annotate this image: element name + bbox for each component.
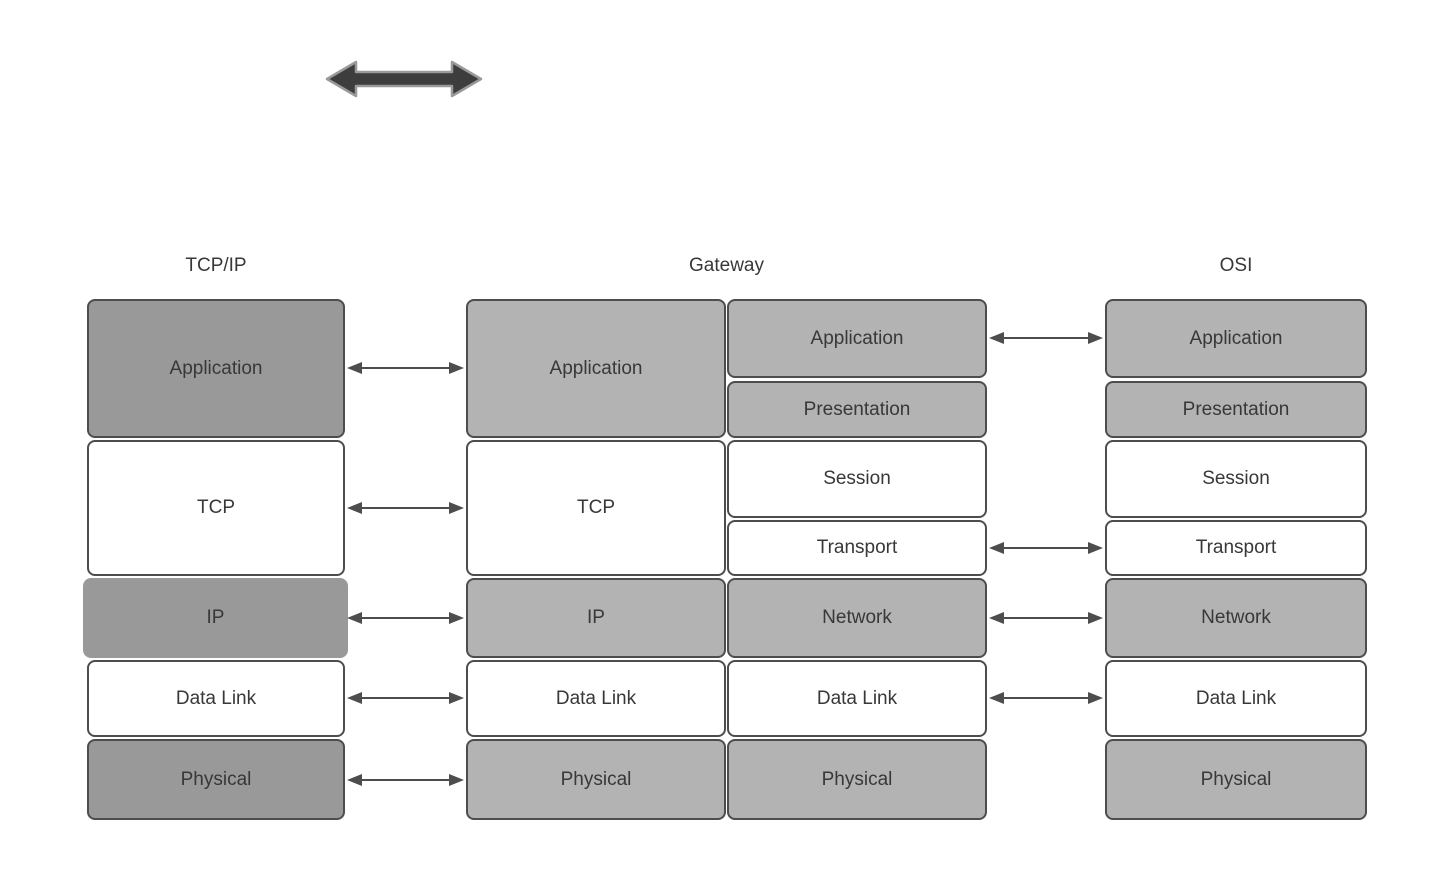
tcpip-layer-tcp: TCP (87, 440, 345, 576)
tcpip-layer-application: Application (87, 299, 345, 438)
gateway-left-layer-physical: Physical (466, 739, 726, 820)
bidirectional-arrow-tcpip-gateway-physical (347, 774, 464, 786)
bidirectional-arrow-gateway-osi-transport (989, 542, 1103, 554)
osi-layer-presentation: Presentation (1105, 381, 1367, 438)
osi-column-title: OSI (1219, 255, 1253, 276)
bidirectional-arrow-tcpip-gateway-ip (347, 612, 464, 624)
bidirectional-arrow-tcpip-gateway-data-link (347, 692, 464, 704)
gateway-right-layer-network: Network (727, 578, 987, 658)
bidirectional-arrow-tcpip-gateway-tcp (347, 502, 464, 514)
gateway-left-layer-application: Application (466, 299, 726, 438)
osi-layer-transport: Transport (1105, 520, 1367, 576)
gateway-left-layer-data-link: Data Link (466, 660, 726, 737)
tcpip-layer-physical: Physical (87, 739, 345, 820)
tcpip-layer-ip: IP (83, 578, 348, 658)
bidirectional-arrow-gateway-osi-data-link (989, 692, 1103, 704)
osi-layer-application: Application (1105, 299, 1367, 378)
tcpip-layer-data-link: Data Link (87, 660, 345, 737)
osi-layer-network: Network (1105, 578, 1367, 658)
bidirectional-arrow-tcpip-gateway-application (347, 362, 464, 374)
gateway-right-layer-physical: Physical (727, 739, 987, 820)
gateway-right-layer-data-link: Data Link (727, 660, 987, 737)
gateway-right-layer-session: Session (727, 440, 987, 518)
gateway-column-title: Gateway (689, 255, 764, 276)
bidirectional-arrow-gateway-osi-application (989, 332, 1103, 344)
gateway-right-layer-transport: Transport (727, 520, 987, 576)
osi-layer-data-link: Data Link (1105, 660, 1367, 737)
thick-double-arrow-icon (325, 60, 483, 98)
gateway-right-layer-application: Application (727, 299, 987, 378)
tcpip-column-title: TCP/IP (185, 255, 247, 276)
osi-layer-physical: Physical (1105, 739, 1367, 820)
gateway-left-layer-tcp: TCP (466, 440, 726, 576)
gateway-right-layer-presentation: Presentation (727, 381, 987, 438)
bidirectional-arrow-gateway-osi-network (989, 612, 1103, 624)
gateway-left-layer-ip: IP (466, 578, 726, 658)
osi-layer-session: Session (1105, 440, 1367, 518)
